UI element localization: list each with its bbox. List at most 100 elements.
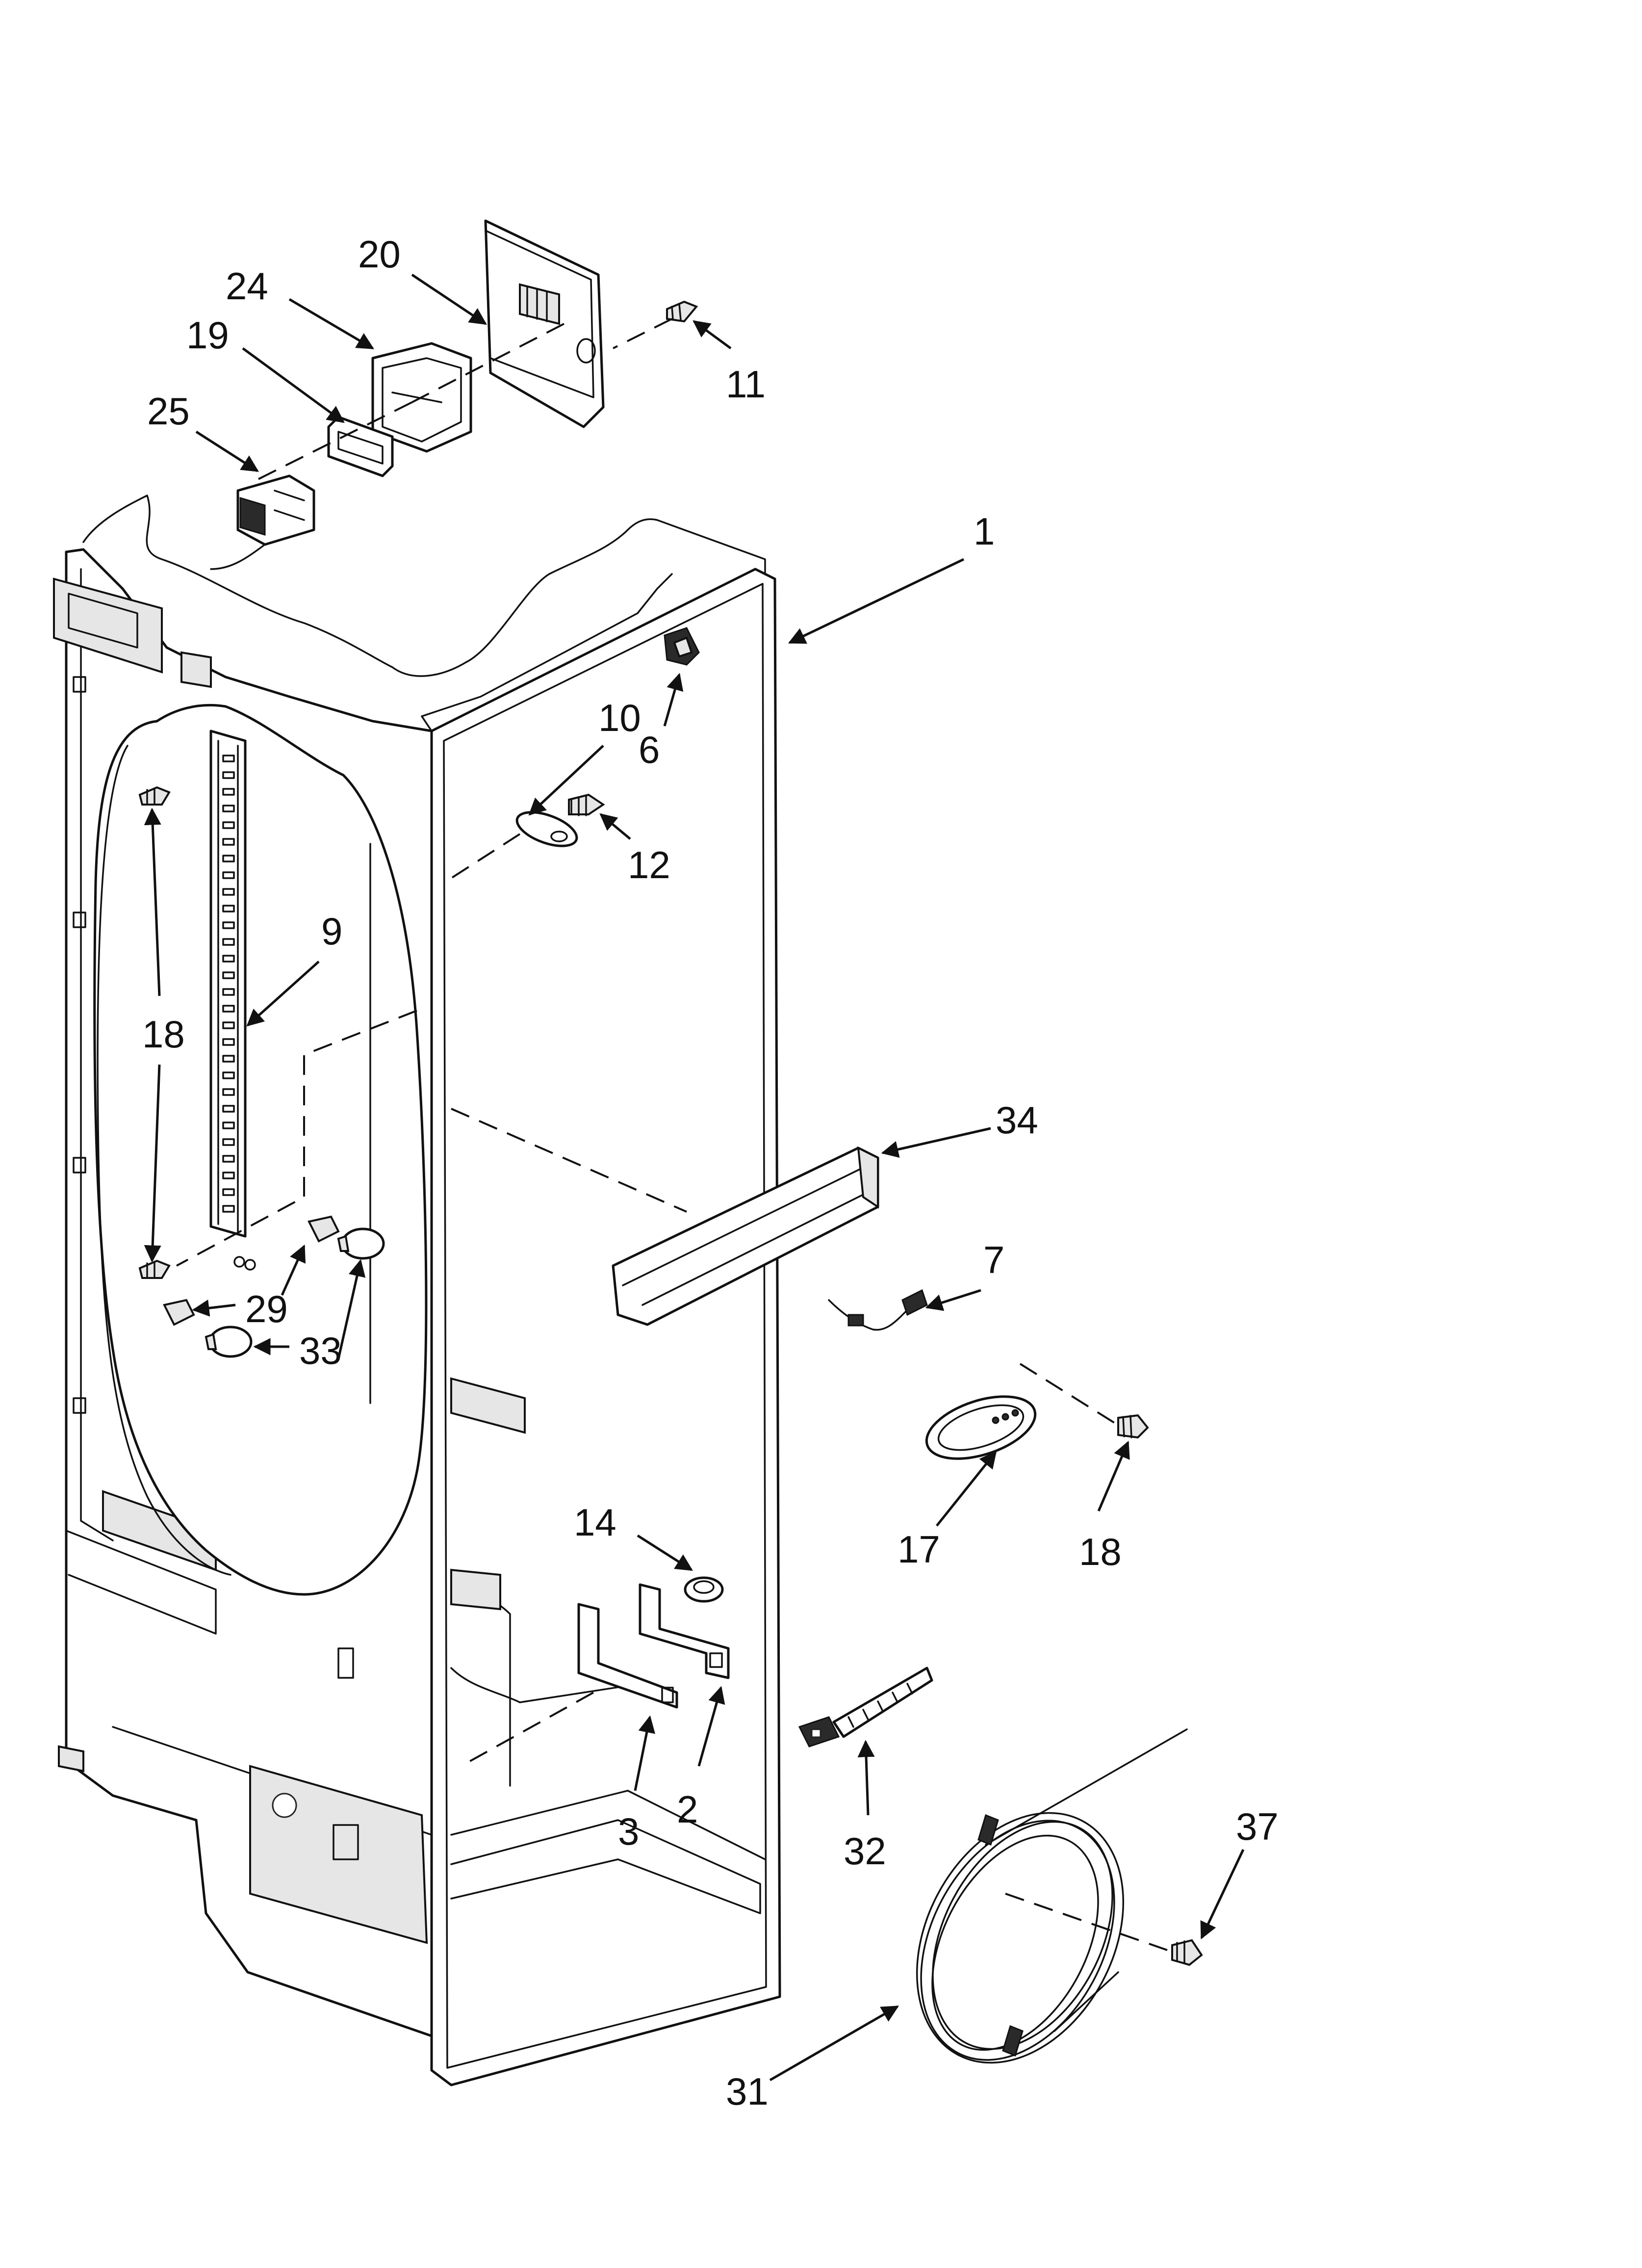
liner-plate-hole: [272, 1793, 297, 1818]
ladder-slot: [222, 888, 235, 896]
ladder-slot: [222, 871, 235, 879]
liner-bottom-edge: [65, 1530, 217, 1635]
callout-3: 3: [618, 1810, 639, 1853]
callout-29: 29: [245, 1287, 288, 1330]
liner-front-flange-inner: [443, 583, 767, 2069]
insulation-torn-edge: [82, 495, 658, 677]
screw-18-right: [1117, 1414, 1149, 1439]
ladder-slot: [222, 855, 235, 862]
callout-9: 9: [321, 910, 342, 953]
light-bulb-33: [205, 1227, 385, 1358]
ladder-slot: [222, 938, 235, 946]
liner-front-flange: [430, 568, 781, 2086]
shelf-ladder: [209, 730, 247, 1238]
ladder-slot: [222, 1071, 235, 1079]
control-25: [210, 474, 315, 570]
liner-plate-slot: [333, 1824, 359, 1860]
callout-11: 11: [726, 363, 766, 406]
insulation-cutaway: [93, 704, 428, 1596]
cabinet-liner: [53, 495, 781, 2086]
callout-14: 14: [574, 1501, 616, 1544]
callout-7: 7: [983, 1238, 1004, 1281]
leader-29-b: [192, 1299, 236, 1317]
coiled-wire-31: [916, 1728, 1188, 2064]
liner-foot: [58, 1745, 84, 1773]
leader-20: [411, 273, 487, 325]
leader-1: [788, 558, 965, 644]
ladder-slot: [222, 1005, 235, 1013]
control-housing: [484, 219, 605, 428]
leader-7: [925, 1289, 981, 1311]
liner-tab: [73, 1157, 86, 1173]
ladder-slot: [222, 1121, 235, 1129]
leader-24: [288, 298, 375, 350]
ladder-slot: [222, 1138, 235, 1146]
screw-37: [1171, 1939, 1203, 1966]
wire-harness-7: [828, 1289, 928, 1331]
callout-31: 31: [726, 2070, 769, 2113]
callout-24: 24: [226, 264, 268, 308]
leader-31: [769, 2005, 899, 2082]
ladder-slot: [222, 821, 235, 829]
liner-left-inset: [80, 568, 114, 1541]
liner-side-ledge-lower: [450, 1568, 501, 1611]
liner-interior-floor: [450, 1790, 766, 1914]
assembly-lines: [176, 318, 1168, 1951]
callout-33: 33: [299, 1329, 342, 1372]
liner-tab: [73, 676, 86, 693]
leader-12: [599, 813, 631, 840]
bracket-2: [639, 1583, 730, 1679]
callout-19: 19: [186, 313, 229, 357]
leader-29-a: [281, 1244, 306, 1296]
callout-6: 6: [639, 728, 660, 771]
leader-18-upper: [144, 808, 161, 996]
callout-32: 32: [844, 1829, 886, 1873]
leader-9: [246, 961, 320, 1027]
liner-inner-edge: [421, 573, 673, 732]
leader-17: [936, 1451, 997, 1527]
callout-1: 1: [974, 510, 995, 553]
liner-tab: [73, 1397, 86, 1414]
callout-34: 34: [996, 1098, 1038, 1142]
liner-clip: [180, 651, 212, 688]
ladder-slot: [222, 1038, 235, 1046]
ladder-slot: [222, 1055, 235, 1063]
leader-10: [528, 745, 604, 816]
ladder-slot: [222, 1105, 235, 1113]
ladder-slot: [222, 1021, 235, 1029]
ladder-slot: [222, 838, 235, 846]
switch-6: [664, 627, 700, 666]
ladder-slot: [222, 805, 235, 812]
callout-18-left: 18: [142, 1013, 185, 1056]
cable-tie-32: [798, 1667, 933, 1747]
callout-17: 17: [898, 1528, 940, 1571]
light-shield: [515, 811, 578, 847]
lens-17: [925, 1395, 1037, 1460]
liner-side-ledge: [450, 1377, 526, 1434]
callout-2: 2: [677, 1788, 698, 1831]
leader-33-a: [337, 1259, 366, 1359]
leader-11: [693, 320, 732, 350]
leader-18-right: [1097, 1440, 1130, 1512]
liner-slot: [337, 1647, 354, 1679]
insulation-cutaway-inner: [97, 745, 231, 1576]
ladder-slot: [222, 1188, 235, 1196]
clip-rings: [233, 1256, 256, 1271]
ladder-slot: [222, 1155, 235, 1163]
callout-25: 25: [147, 390, 190, 433]
liner-air-duct: [53, 577, 163, 674]
ladder-slot: [222, 905, 235, 912]
screw-18-upper: [138, 786, 171, 806]
ladder-slot: [222, 988, 235, 996]
callout-labels: 1 2 3 6 7 9 10 11 12 14 17 18 18 19 20 2…: [142, 233, 1279, 2113]
leader-3: [634, 1715, 655, 1791]
grommet-14: [684, 1576, 724, 1603]
callout-18-right: 18: [1079, 1530, 1122, 1573]
ladder-slot: [222, 788, 235, 796]
leader-2: [697, 1686, 725, 1767]
liner-tab: [73, 912, 86, 928]
leader-32: [857, 1740, 875, 1816]
leader-37: [1200, 1849, 1245, 1940]
callout-10: 10: [598, 696, 641, 739]
